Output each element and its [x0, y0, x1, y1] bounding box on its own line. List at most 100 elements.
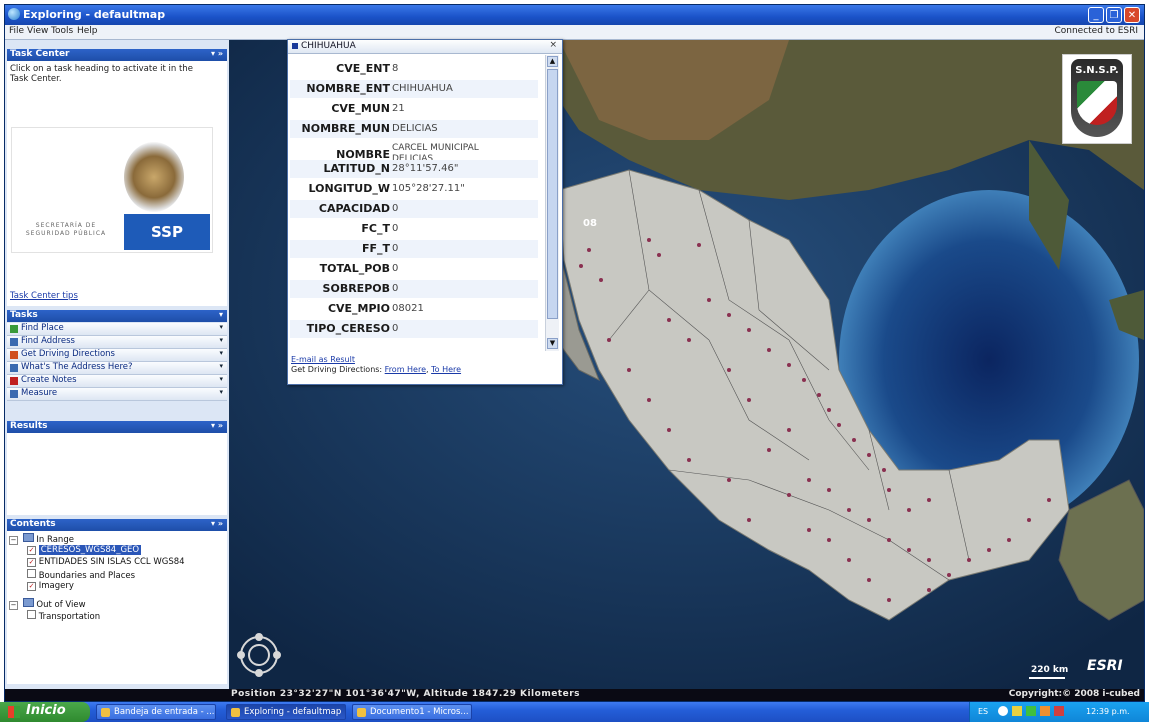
copyright-text: Copyright:© 2008 i-cubed	[1008, 689, 1140, 699]
chevron-down-icon[interactable]: ▾	[219, 336, 223, 344]
task-center-tips-link[interactable]: Task Center tips	[10, 291, 78, 301]
scale-bar	[1029, 677, 1065, 679]
task-driving-directions[interactable]: Get Driving Directions▾	[7, 349, 227, 362]
language-indicator[interactable]: ES	[978, 707, 989, 716]
attribute-label: NOMBRE_MUN	[301, 122, 390, 135]
expand-icon[interactable]: −	[9, 601, 18, 610]
taskbar-button[interactable]: Exploring - defaultmap	[226, 704, 346, 720]
tasks-header[interactable]: Tasks ▾	[7, 310, 227, 322]
popup-close-icon[interactable]: ×	[549, 40, 557, 50]
close-button[interactable]: ✕	[1124, 7, 1140, 23]
from-here-link[interactable]: From Here	[384, 365, 427, 374]
layer-item[interactable]: ✓ CERESOS_WGS84_GEO	[27, 545, 142, 555]
status-bar: Position 23°32'27"N 101°36'47"W, Altitud…	[5, 689, 1144, 701]
in-range-node[interactable]: − In Range	[9, 533, 74, 545]
esri-logo: ESRI	[1087, 658, 1123, 674]
tray-icon[interactable]	[1040, 706, 1050, 716]
driving-directions-icon	[10, 351, 18, 359]
app-window: Exploring - defaultmap _ ❐ ✕ File View T…	[4, 4, 1145, 702]
attribute-row	[290, 120, 538, 138]
clock[interactable]: 12:39 p.m.	[1086, 707, 1130, 716]
chevron-down-icon[interactable]: ▾	[219, 388, 223, 396]
attribute-value: CARCEL MUNICIPAL DELICIAS	[392, 143, 479, 164]
layer-item[interactable]: Boundaries and Places	[27, 569, 135, 581]
attribute-label: FF_T	[361, 242, 390, 255]
attribute-row	[290, 320, 538, 338]
taskbar-button[interactable]: Bandeja de entrada - ...	[96, 704, 216, 720]
collapse-icon[interactable]: ▾ »	[211, 421, 223, 430]
left-panel: Task Center ▾ » Click on a task heading …	[5, 40, 229, 689]
attribute-row	[290, 240, 538, 258]
app-icon	[231, 708, 240, 717]
title-bar[interactable]: Exploring - defaultmap _ ❐ ✕	[5, 5, 1144, 25]
collapse-icon[interactable]: ▾ »	[211, 49, 223, 58]
chevron-down-icon[interactable]: ▾	[219, 362, 223, 370]
layer-transportation[interactable]: Transportation	[27, 610, 100, 622]
task-find-address[interactable]: Find Address▾	[7, 336, 227, 349]
chevron-down-icon[interactable]: ▾	[219, 323, 223, 331]
volume-icon[interactable]	[1054, 706, 1064, 716]
tray-icon[interactable]	[1026, 706, 1036, 716]
attribute-label: TOTAL_POB	[319, 262, 390, 275]
windows-logo-icon	[8, 706, 20, 718]
checkbox[interactable]: ✓	[27, 558, 36, 567]
attribute-label: CVE_MPIO	[327, 302, 390, 315]
map-label: 08	[583, 218, 597, 229]
maximize-button[interactable]: ❐	[1106, 7, 1122, 23]
chevron-down-icon[interactable]: ▾	[219, 349, 223, 357]
taskbar-button[interactable]: Documento1 - Micros...	[352, 704, 472, 720]
results-header[interactable]: Results ▾ »	[7, 421, 227, 433]
attribute-label: NOMBRE	[336, 148, 390, 161]
checkbox[interactable]	[27, 569, 36, 578]
attribute-value: 08021	[392, 303, 424, 314]
folder-icon	[22, 598, 34, 607]
menu-help[interactable]: Help	[77, 26, 98, 36]
scroll-up-icon[interactable]: ▲	[547, 56, 558, 67]
email-result-link[interactable]: E-mail as Result	[291, 355, 355, 364]
find-address-icon	[10, 338, 18, 346]
attribute-label: TIPO_CERESO	[306, 322, 390, 335]
expand-icon[interactable]: −	[9, 536, 18, 545]
task-create-notes[interactable]: Create Notes▾	[7, 375, 227, 388]
chevron-down-icon[interactable]: ▾	[219, 375, 223, 383]
globe-icon	[8, 8, 20, 20]
checkbox[interactable]: ✓	[27, 582, 36, 591]
task-center-header[interactable]: Task Center ▾ »	[7, 49, 227, 61]
layer-item[interactable]: ✓ Imagery	[27, 581, 74, 591]
menu-view[interactable]: View	[27, 26, 49, 36]
layer-item[interactable]: ✓ ENTIDADES SIN ISLAS CCL WGS84	[27, 557, 185, 567]
to-here-link[interactable]: To Here	[431, 365, 462, 374]
flag-icon	[1077, 81, 1117, 125]
tray-icon[interactable]	[1012, 706, 1022, 716]
scroll-down-icon[interactable]: ▼	[547, 338, 558, 349]
attribute-row	[290, 60, 538, 78]
collapse-icon[interactable]: ▾ »	[211, 519, 223, 528]
scale-label: 220 km	[1031, 665, 1069, 675]
attribute-label: LATITUD_N	[323, 162, 390, 175]
contents-header[interactable]: Contents ▾ »	[7, 519, 227, 531]
attribute-label: LONGITUD_W	[308, 182, 391, 195]
popup-header[interactable]: CHIHUAHUA ×	[288, 40, 562, 54]
checkbox[interactable]: ✓	[27, 546, 36, 555]
scroll-thumb[interactable]	[547, 69, 558, 319]
minimize-button[interactable]: _	[1088, 7, 1104, 23]
checkbox[interactable]	[27, 610, 36, 619]
network-icon[interactable]	[998, 706, 1008, 716]
menu-tools[interactable]: Tools	[51, 26, 74, 36]
popup-scrollbar[interactable]: ▲ ▼	[545, 55, 559, 351]
attribute-label: CVE_ENT	[336, 62, 390, 75]
task-address-here[interactable]: What's The Address Here?▾	[7, 362, 227, 375]
out-of-view-node[interactable]: − Out of View	[9, 598, 86, 610]
attribute-value: 21	[392, 103, 405, 114]
start-button[interactable]: Inicio	[0, 702, 90, 722]
task-find-place[interactable]: Find Place▾	[7, 323, 227, 336]
attribute-label: CAPACIDAD	[318, 202, 390, 215]
chevron-down-icon[interactable]: ▾	[218, 310, 223, 319]
folder-icon	[22, 533, 34, 542]
attribute-value: DELICIAS	[392, 123, 438, 134]
menu-file[interactable]: File	[9, 26, 25, 36]
map-view[interactable]: 08 S.N.S.P. 220 km ESRI	[229, 40, 1144, 689]
task-measure[interactable]: Measure▾	[7, 388, 227, 401]
